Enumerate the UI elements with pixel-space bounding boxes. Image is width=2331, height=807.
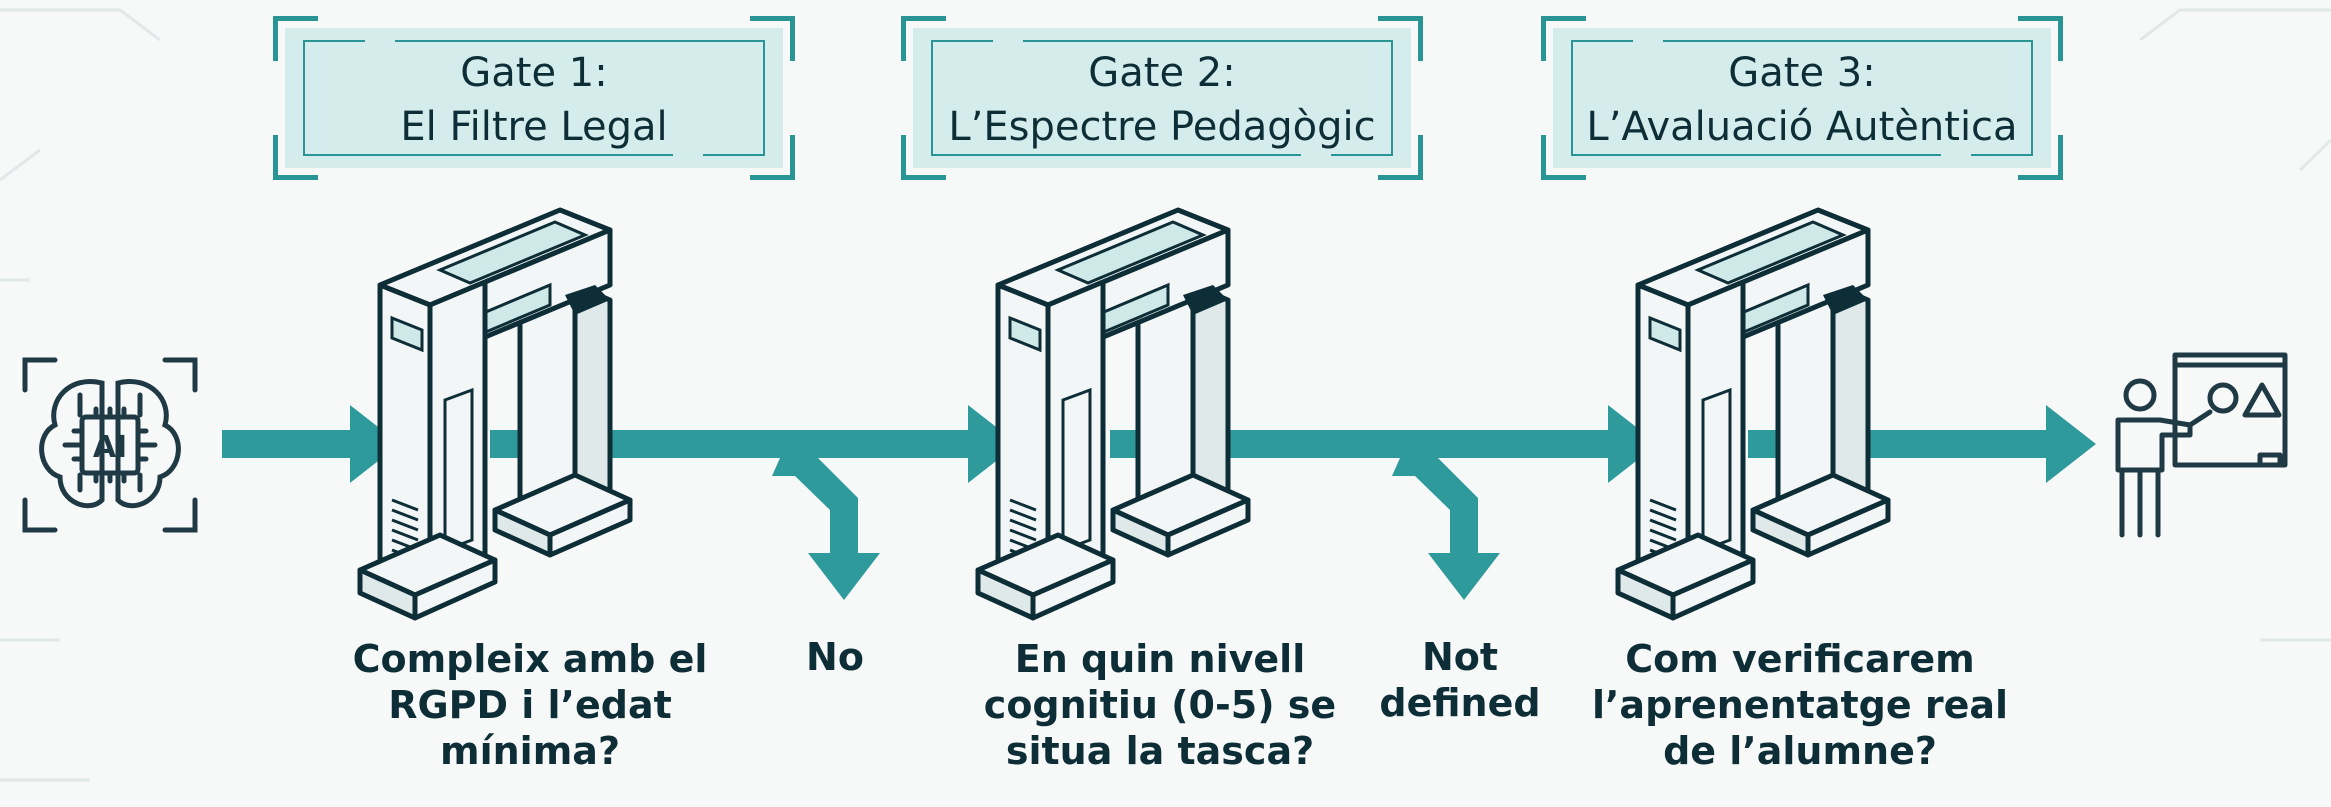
gate-pillar-inner-panel (1061, 387, 1092, 553)
gate-arch-shadow (1183, 285, 1228, 315)
gate-pillar-label-panel (1008, 315, 1042, 353)
gate-1-reject-label: No (780, 634, 890, 680)
gate-vent-slat (1009, 498, 1037, 512)
gate-3-question-line-2: l’aprenentatge real (1591, 683, 2009, 727)
gate-front-base-front (1030, 557, 1116, 621)
background-circuit-lines (0, 8, 2331, 782)
gate-vent-slat (1649, 528, 1677, 542)
ai-brain-chip-icon: AI (22, 357, 198, 533)
teacher-presenting-icon (2115, 352, 2288, 538)
gate-beam-top-panel (1694, 220, 1847, 285)
gate-front-base-front (412, 557, 498, 621)
gate-beam-top-panel (436, 220, 589, 285)
gate-1-title: El Filtre Legal (400, 104, 668, 150)
gate-2-title-box: Gate 2: L’Espectre Pedagògic (901, 16, 1423, 180)
gate-pillar-label-panel (390, 315, 424, 353)
gate-vent-slat (391, 528, 419, 542)
gate-3-question: Com verificarem l’aprenentatge real de l… (1590, 636, 2010, 774)
gate-back-base-front (1165, 497, 1251, 558)
gate-2-reject-label: Not defined (1370, 634, 1550, 726)
gate-arch-shadow (1823, 285, 1868, 315)
gate-arch-shadow (565, 285, 610, 315)
gate-1-number: Gate 1: (460, 50, 608, 96)
ai-label: AI (93, 430, 127, 465)
gate-back-base-front (547, 497, 633, 558)
reject-arrow-2 (1392, 458, 1500, 600)
gate-1-question-line-1: Compleix amb el (352, 637, 708, 681)
gate-vent-slat (1649, 498, 1677, 512)
gate-3-question-line-3: de l’alumne? (1663, 729, 1937, 773)
gate-vent-slat (1009, 518, 1037, 532)
gate-1-question: Compleix amb el RGPD i l’edat mínima? (340, 636, 720, 774)
gate-1-question-line-3: mínima? (440, 729, 620, 773)
gate-vent-slat (391, 518, 419, 532)
gate-arch-2 (975, 207, 1251, 621)
gate-2-question-line-2: cognitiu (0-5) se (983, 683, 1337, 727)
gate-arch-3 (1615, 207, 1891, 621)
gate-beam-top-panel (1054, 220, 1207, 285)
gate-3-title-box: Gate 3: L’Avaluació Autèntica (1541, 16, 2063, 180)
gate-2-question-line-3: situa la tasca? (1005, 729, 1315, 773)
gate-3-question-line-1: Com verificarem (1625, 637, 1975, 681)
gate-2-question-line-1: En quin nivell (1014, 637, 1306, 681)
gate-front-base-front (1670, 557, 1756, 621)
gate-vent-slat (1009, 508, 1037, 522)
gate-pillar-inner-panel (1701, 387, 1732, 553)
gate-2-number: Gate 2: (1088, 50, 1236, 96)
gate-vent-slat (1649, 508, 1677, 522)
gate-3-title: L’Avaluació Autèntica (1586, 104, 2018, 150)
gate-vent-slat (1649, 518, 1677, 532)
gate-vent-slat (1009, 528, 1037, 542)
gate-arch-1 (357, 207, 633, 621)
reject-label-line: defined (1379, 681, 1541, 725)
gate-vent-slat (391, 508, 419, 522)
gate-pillar-inner-panel (443, 387, 474, 553)
gate-1-question-line-2: RGPD i l’edat (388, 683, 672, 727)
gate-back-base-front (1805, 497, 1891, 558)
gate-1-title-box: Gate 1: El Filtre Legal (273, 16, 795, 180)
gate-vent-slat (391, 498, 419, 512)
reject-label-line: Not (1421, 635, 1499, 679)
main-flow-arrow-1 (222, 405, 400, 483)
reject-arrow-1 (772, 458, 880, 600)
gate-pillar-label-panel (1648, 315, 1682, 353)
gate-3-number: Gate 3: (1728, 50, 1876, 96)
reject-label-line: No (806, 635, 864, 679)
gate-2-question: En quin nivell cognitiu (0-5) se situa l… (970, 636, 1350, 774)
gate-2-title: L’Espectre Pedagògic (948, 104, 1376, 150)
